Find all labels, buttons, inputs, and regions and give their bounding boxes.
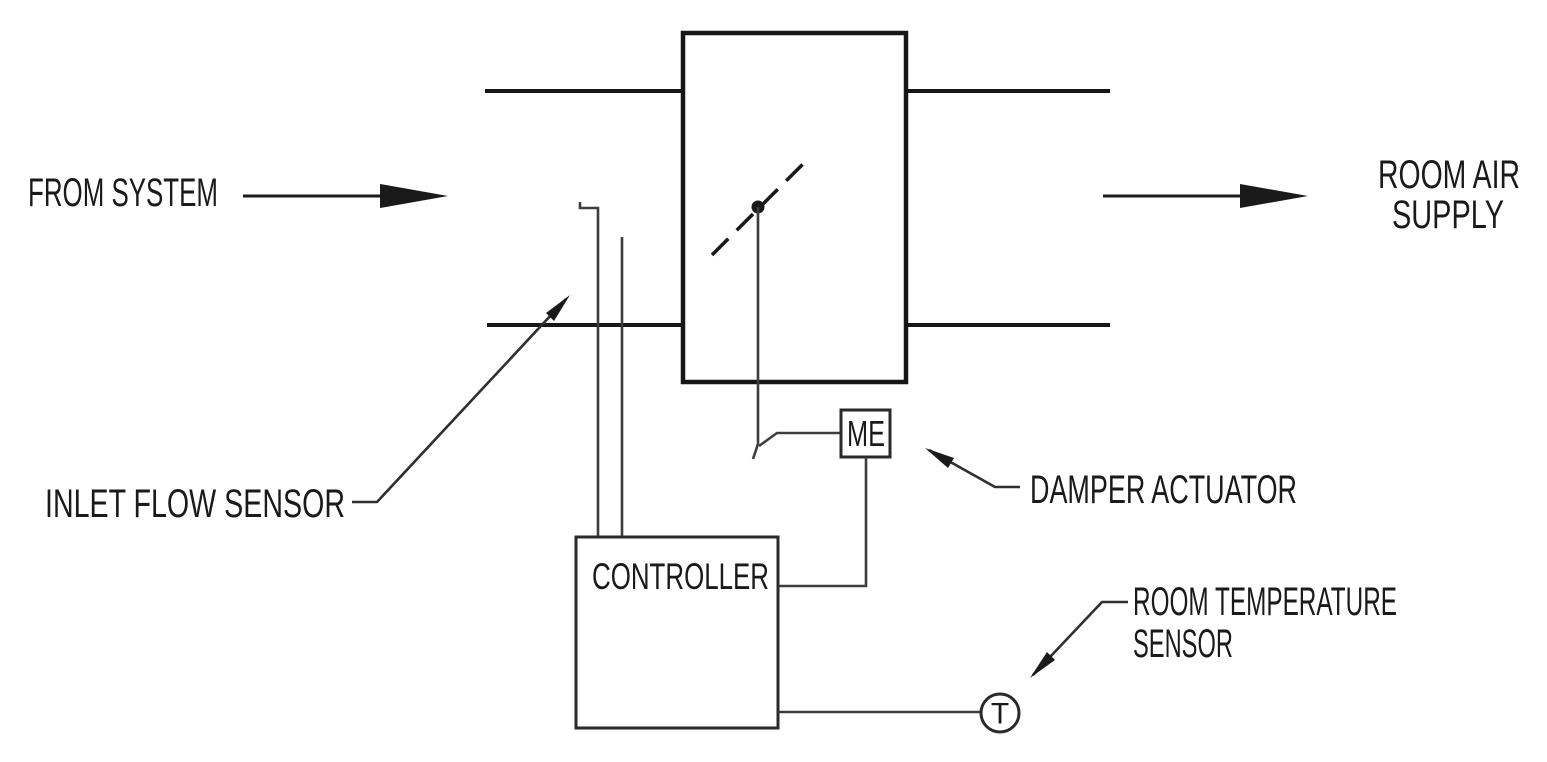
flow-sensor-tube-1 [578,202,600,537]
actuator-controller-wire [779,457,868,588]
controller-label: CONTROLLER [592,556,769,597]
room-temp-sensor-arrowhead-icon [1030,652,1055,678]
inlet-flow-sensor-arrowhead-icon [546,295,570,321]
temp-sensor-circle [979,692,1021,734]
damper-shaft [751,207,760,460]
room-air-supply-label-line2: SUPPLY [1392,193,1504,237]
room-temp-sensor-leader [1032,600,1128,676]
vav-damper-box [680,30,909,385]
damper-blade [710,158,809,257]
actuator-tag-label: ME [847,413,885,454]
room-temp-sensor-label-line1: ROOM TEMPERATURE [1133,580,1397,624]
damper-actuator-label: DAMPER ACTUATOR [1030,468,1297,512]
controller-box [574,535,780,730]
room-air-supply-label-line1: ROOM AIR [1378,153,1520,197]
inlet-flow-arrowhead-icon [380,184,448,208]
outlet-flow-arrowhead-icon [1240,184,1308,208]
inlet-flow-sensor-label: INLET FLOW SENSOR [45,482,345,526]
from-system-label: FROM SYSTEM [28,171,218,215]
temp-sensor-tag-label: T [991,698,1009,731]
actuator-shaft-link [758,431,841,448]
inlet-flow-sensor-leader [352,298,567,504]
room-temp-sensor-label-line2: SENSOR [1133,622,1233,666]
damper-actuator-arrowhead-icon [925,448,954,468]
